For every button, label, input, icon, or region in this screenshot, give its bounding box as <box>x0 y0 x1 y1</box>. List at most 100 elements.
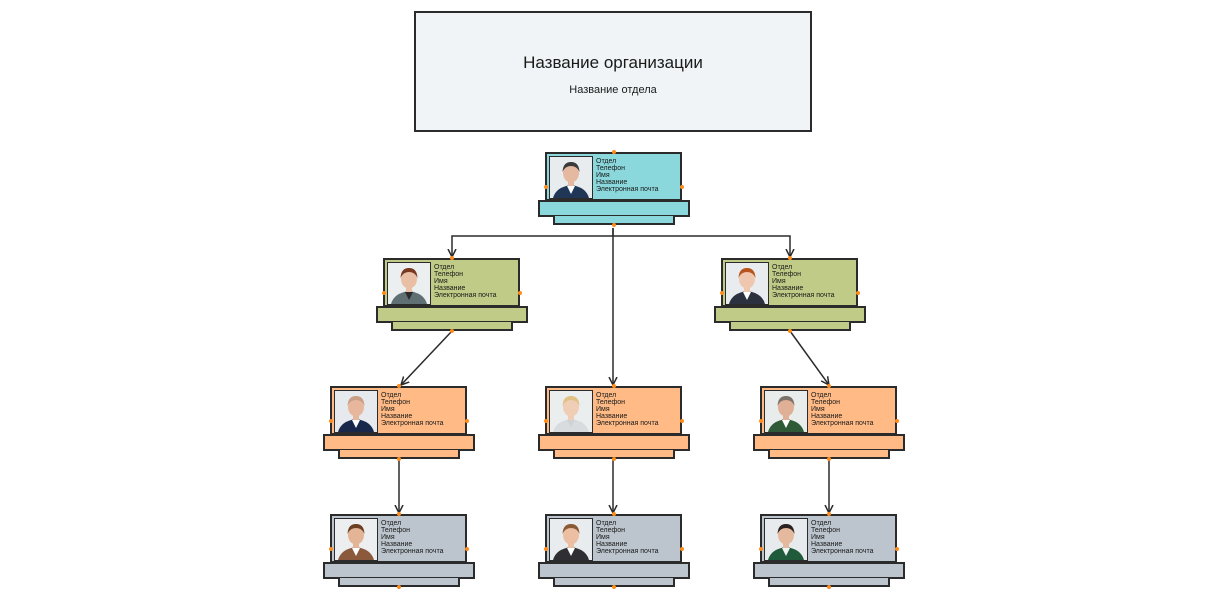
card-field-name: Имя <box>811 534 825 541</box>
avatar <box>549 390 593 433</box>
connection-handle[interactable] <box>827 585 831 589</box>
card-field-department: Отдел <box>811 392 832 399</box>
card-field-department: Отдел <box>434 264 455 271</box>
card-name-bar <box>753 562 905 579</box>
connection-handle[interactable] <box>612 150 616 154</box>
connection-handle[interactable] <box>465 547 469 551</box>
avatar <box>764 390 808 433</box>
card-field-phone: Телефон <box>596 527 626 534</box>
connection-handle[interactable] <box>759 547 763 551</box>
connection-handle[interactable] <box>397 585 401 589</box>
connection-handle[interactable] <box>397 384 401 388</box>
connection-handle[interactable] <box>788 256 792 260</box>
card-name-bar <box>538 434 690 451</box>
card-field-title: Название <box>596 413 628 420</box>
avatar <box>549 518 593 561</box>
card-field-email: Электронная почта <box>434 292 497 299</box>
card-field-name: Имя <box>596 406 610 413</box>
connection-handle[interactable] <box>397 457 401 461</box>
card-field-email: Электронная почта <box>772 292 835 299</box>
connection-handle[interactable] <box>382 291 386 295</box>
organization-title-box[interactable]: Название организации Название отдела <box>414 11 812 132</box>
department-name: Название отдела <box>569 84 657 96</box>
card-field-phone: Телефон <box>381 399 411 406</box>
connection-handle[interactable] <box>450 329 454 333</box>
card-field-phone: Телефон <box>811 527 841 534</box>
connection-handle[interactable] <box>759 419 763 423</box>
connection-handle[interactable] <box>895 547 899 551</box>
card-name-bar <box>538 200 690 217</box>
card-name-bar <box>753 434 905 451</box>
card-field-email: Электронная почта <box>811 420 874 427</box>
card-field-name: Имя <box>434 278 448 285</box>
card-field-title: Название <box>381 541 413 548</box>
connection-handle[interactable] <box>827 457 831 461</box>
organization-name: Название организации <box>523 53 703 72</box>
connection-handle[interactable] <box>397 512 401 516</box>
card-field-department: Отдел <box>596 520 617 527</box>
connection-handle[interactable] <box>329 419 333 423</box>
avatar <box>725 262 769 305</box>
connection-handle[interactable] <box>856 291 860 295</box>
connection-handle[interactable] <box>329 547 333 551</box>
card-field-name: Имя <box>596 534 610 541</box>
connection-handle[interactable] <box>788 329 792 333</box>
card-field-title: Название <box>434 285 466 292</box>
connector-ceo-vp-2 <box>613 235 790 257</box>
connector-vp-1-mgr-1 <box>401 330 453 385</box>
card-field-department: Отдел <box>596 158 617 165</box>
card-field-title: Название <box>772 285 804 292</box>
connector-vp-2-mgr-3 <box>789 330 829 385</box>
connection-handle[interactable] <box>612 223 616 227</box>
card-field-phone: Телефон <box>434 271 464 278</box>
connection-handle[interactable] <box>518 291 522 295</box>
card-field-phone: Телефон <box>772 271 802 278</box>
connection-handle[interactable] <box>680 547 684 551</box>
connection-handle[interactable] <box>612 585 616 589</box>
connection-handle[interactable] <box>465 419 469 423</box>
connection-handle[interactable] <box>720 291 724 295</box>
card-field-phone: Телефон <box>596 399 626 406</box>
connection-handle[interactable] <box>612 512 616 516</box>
card-field-department: Отдел <box>381 392 402 399</box>
connection-handle[interactable] <box>544 419 548 423</box>
connection-handle[interactable] <box>680 419 684 423</box>
card-field-email: Электронная почта <box>381 548 444 555</box>
card-field-email: Электронная почта <box>596 186 659 193</box>
card-field-name: Имя <box>772 278 786 285</box>
connection-handle[interactable] <box>612 457 616 461</box>
connection-handle[interactable] <box>544 547 548 551</box>
connection-handle[interactable] <box>827 384 831 388</box>
connection-handle[interactable] <box>450 256 454 260</box>
connection-handle[interactable] <box>612 384 616 388</box>
card-name-bar <box>376 306 528 323</box>
connector-ceo-vp-1 <box>452 228 614 257</box>
connection-handle[interactable] <box>680 185 684 189</box>
connection-handle[interactable] <box>827 512 831 516</box>
connection-handle[interactable] <box>544 185 548 189</box>
connection-handle[interactable] <box>895 419 899 423</box>
avatar <box>387 262 431 305</box>
avatar <box>764 518 808 561</box>
